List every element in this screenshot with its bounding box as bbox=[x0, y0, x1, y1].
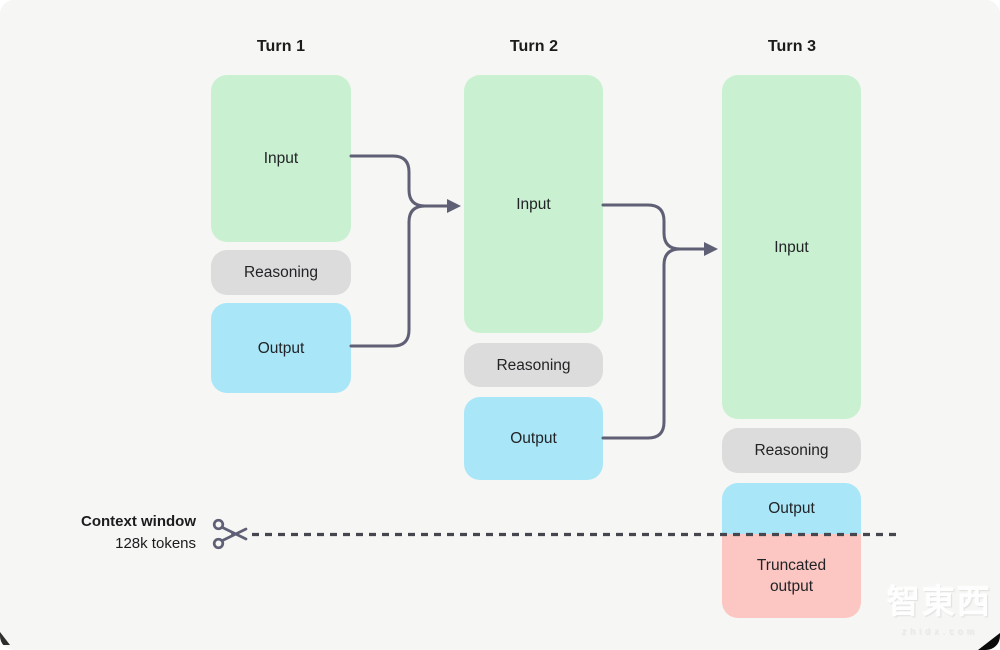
scissors-icon bbox=[212, 518, 248, 550]
turn-2-reasoning-label: Reasoning bbox=[496, 356, 571, 374]
arrowhead-turn3-icon bbox=[704, 242, 718, 256]
turn-3-truncated-output-label: Truncated output bbox=[756, 557, 827, 595]
turn-2-title: Turn 2 bbox=[509, 38, 559, 55]
turn-1-input-label: Input bbox=[263, 150, 299, 167]
watermark: 智東西 zhidx.com bbox=[887, 575, 992, 636]
turn-1-output-box: Output bbox=[211, 303, 351, 393]
turn-2-output-box: Output bbox=[464, 397, 603, 480]
turn-3-output-label: Output bbox=[768, 500, 815, 517]
turn-1-reasoning-box: Reasoning bbox=[211, 250, 351, 295]
turn-1-input-box: Input bbox=[211, 75, 351, 242]
turn-2-input-label: Input bbox=[516, 195, 551, 213]
context-window-label: Context window bbox=[81, 513, 196, 530]
watermark-logo-text: 智東西 bbox=[887, 583, 992, 620]
arrow-turn2-to-turn3 bbox=[601, 203, 718, 440]
arrowhead-turn2-icon bbox=[447, 199, 461, 213]
turn-2-reasoning-box: Reasoning bbox=[464, 343, 603, 387]
turn-1-output-label: Output bbox=[257, 339, 305, 357]
watermark-url-text: zhidx.com bbox=[901, 626, 978, 636]
turn-2-output-label: Output bbox=[510, 430, 557, 447]
turn-1-reasoning-label: Reasoning bbox=[243, 264, 319, 281]
arrow-turn1-to-turn2 bbox=[349, 154, 461, 348]
context-window-caption: Context window 128k tokens bbox=[26, 511, 196, 555]
turn-3-truncated-output-box: Truncated output bbox=[722, 534, 861, 618]
turn-3-input-label: Input bbox=[774, 238, 809, 256]
turn-3-title: Turn 3 bbox=[767, 38, 817, 55]
turn-2-input-box: Input bbox=[464, 75, 603, 333]
turn-3-output-box: Output bbox=[722, 483, 861, 534]
turn-1-title: Turn 1 bbox=[256, 38, 306, 55]
context-window-size: 128k tokens bbox=[115, 535, 196, 552]
turn-3-reasoning-box: Reasoning bbox=[722, 428, 861, 473]
artifact-bottom-left bbox=[0, 632, 10, 645]
turn-3-input-box: Input bbox=[722, 75, 861, 419]
turn-3-reasoning-label: Reasoning bbox=[754, 442, 829, 459]
